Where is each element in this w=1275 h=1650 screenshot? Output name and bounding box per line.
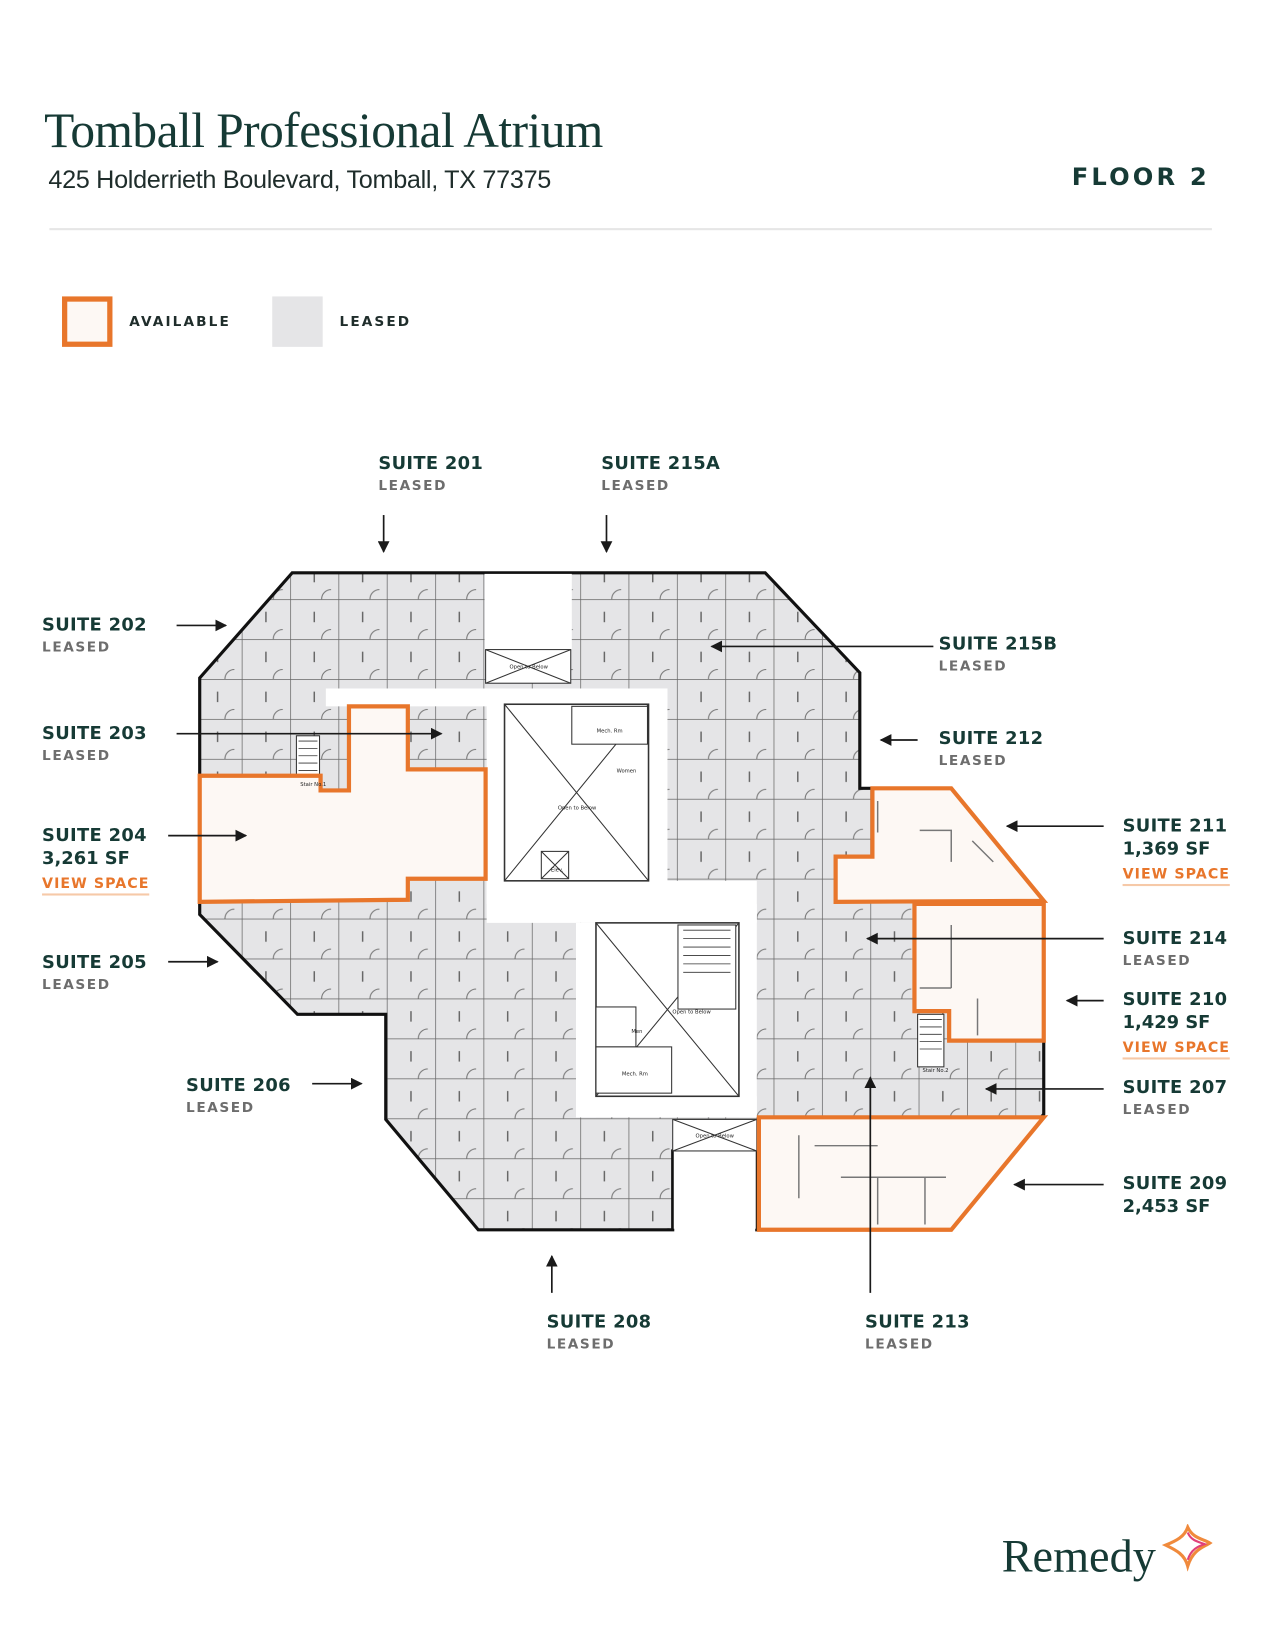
elevator-label: Elev. [551,867,564,873]
suite-211-area [833,786,1049,904]
view-space-link-204[interactable]: VIEW SPACE [42,875,150,896]
view-space-link-210[interactable]: VIEW SPACE [1122,1038,1231,1060]
corridors [325,573,757,1229]
open-below-label: Open to Below [696,1133,735,1139]
legend-leased-label: LEASED [339,314,412,331]
remedy-logo: Remedy [1001,1530,1156,1582]
interior-walls [798,800,994,1225]
divider [49,228,1212,231]
mech-room-label: Mech. Rm [622,1071,648,1077]
legend-available-label: AVAILABLE [129,314,231,331]
suite-204-area [197,704,488,904]
men-restroom-label: Men [631,1029,642,1035]
page-title: Tomball Professional Atrium [44,104,603,159]
women-restroom-label: Women [617,769,637,775]
stair-1-label: Stair No.1 [300,782,326,788]
stair-2-label: Stair No.2 [923,1068,949,1074]
legend-leased-swatch [272,296,323,347]
mech-room-label: Mech. Rm [597,729,623,735]
legend-available-swatch [62,296,113,347]
open-below-label: Open to Below [509,664,548,670]
open-to-below [295,649,945,1152]
open-below-label: Open to Below [672,1009,711,1015]
suite-arrows [168,515,1104,1293]
suite-209-area [756,1115,1049,1232]
floor-label: FLOOR 2 [1071,163,1210,192]
remedy-logo-mark-icon [1161,1524,1213,1572]
view-space-link-211[interactable]: VIEW SPACE [1122,865,1231,887]
address: 425 Holderrieth Boulevard, Tomball, TX 7… [48,166,552,195]
open-below-label: Open to Below [558,805,597,811]
